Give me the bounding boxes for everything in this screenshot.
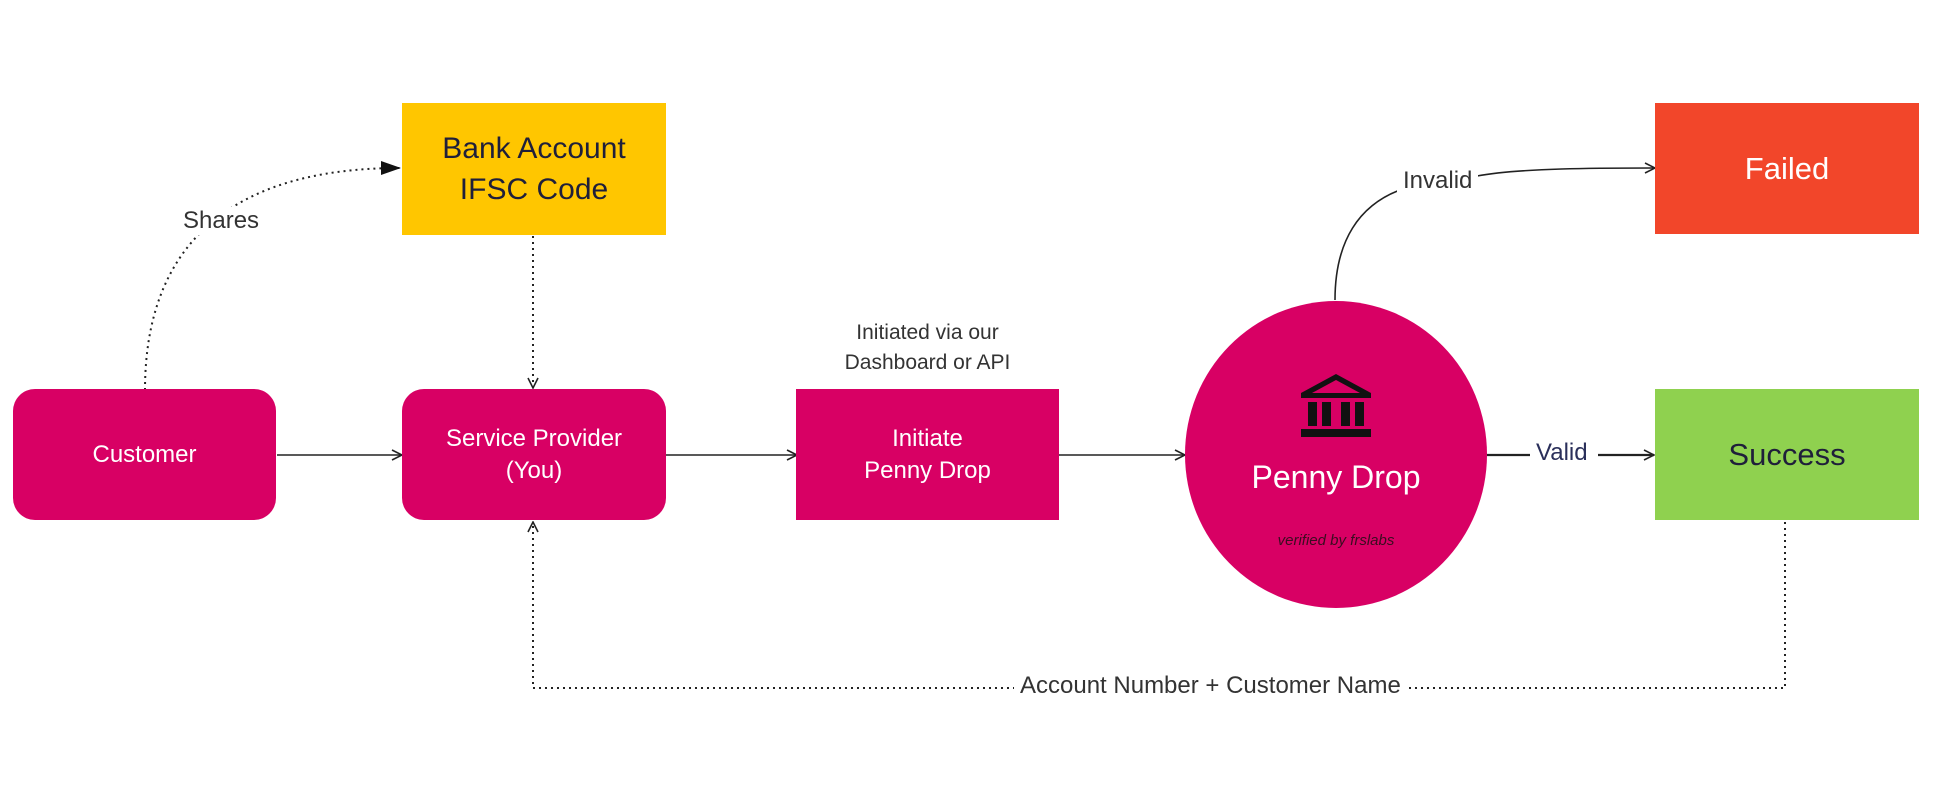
edge-success-to-service-provider <box>533 522 1786 689</box>
edge-label-initiated-via: Initiated via our Dashboard or API <box>800 318 1055 378</box>
penny-drop-caption: verified by frslabs <box>1277 531 1395 549</box>
initiated-via-line2: Dashboard or API <box>844 351 1011 374</box>
edge-label-feedback: Account Number + Customer Name <box>1014 672 1407 700</box>
initiate-line1: Initiate <box>892 424 963 452</box>
edge-label-valid: Valid <box>1530 439 1594 467</box>
service-provider-line1: Service Provider <box>445 424 623 452</box>
initiate-line2: Penny Drop <box>864 456 991 484</box>
success-label: Success <box>1728 436 1846 472</box>
edge-penny-drop-to-failed-tail <box>1476 168 1655 177</box>
customer-label: Customer <box>92 440 197 468</box>
penny-drop-label: Penny Drop <box>1251 458 1421 495</box>
edge-customer-to-bank-account <box>144 161 401 391</box>
service-provider-node: Service Provider (You) <box>402 389 666 520</box>
initiated-via-line1: Initiated via our <box>856 321 999 344</box>
edge-penny-drop-to-failed <box>1334 189 1401 301</box>
success-node: Success <box>1655 389 1919 520</box>
penny-drop-node: Penny Drop verified by frslabs <box>1185 301 1487 608</box>
bank-icon <box>1301 373 1371 437</box>
bank-account-node: Bank Account IFSC Code <box>402 103 666 235</box>
bank-account-line2: IFSC Code <box>459 173 609 206</box>
customer-node: Customer <box>13 389 276 520</box>
failed-label: Failed <box>1744 150 1830 186</box>
initiate-node: Initiate Penny Drop <box>796 389 1059 520</box>
edge-label-invalid: Invalid <box>1397 167 1479 195</box>
bank-account-line1: Bank Account <box>442 132 626 165</box>
failed-node: Failed <box>1655 103 1919 234</box>
edge-label-shares: Shares <box>177 207 266 235</box>
service-provider-line2: (You) <box>505 456 563 484</box>
